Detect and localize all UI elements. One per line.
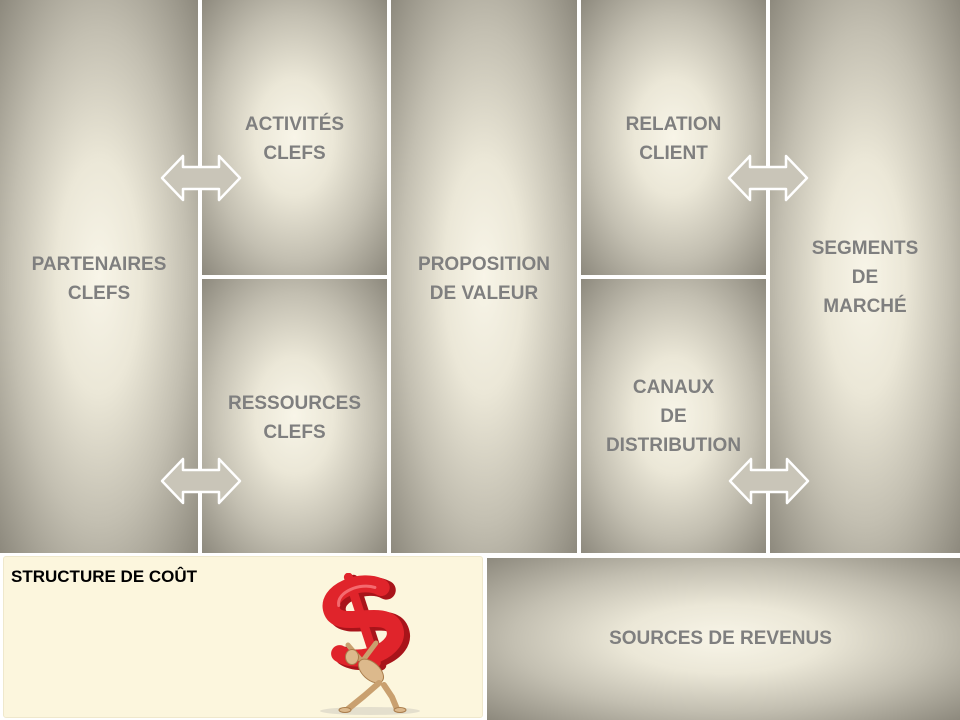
- label-line: CLIENT: [639, 143, 708, 164]
- label-line: CLEFS: [263, 422, 326, 443]
- label-line: RELATION: [625, 114, 722, 135]
- cell-canaux-de-distribution: CANAUX DE DISTRIBUTION: [581, 279, 766, 553]
- label-partenaires-clefs: PARTENAIRES CLEFS: [0, 250, 198, 308]
- label-line: ACTIVITÉS: [244, 114, 345, 135]
- label-proposition-de-valeur: PROPOSITION DE VALEUR: [391, 250, 577, 308]
- label-line: PROPOSITION: [418, 254, 550, 275]
- double-arrow-icon: [728, 457, 810, 505]
- label-activites-clefs: ACTIVITÉS CLEFS: [202, 110, 387, 168]
- label-line: MARCHÉ: [823, 296, 907, 317]
- double-arrow-icon: [160, 154, 242, 202]
- label-relation-client: RELATION CLIENT: [581, 110, 766, 168]
- double-arrow-icon: [160, 457, 242, 505]
- label-sources-de-revenus: SOURCES DE REVENUS: [609, 628, 832, 649]
- label-line: CLEFS: [67, 283, 131, 304]
- label-line: CLEFS: [263, 143, 326, 164]
- cell-sources-de-revenus: SOURCES DE REVENUS: [487, 558, 960, 720]
- cell-partenaires-clefs: PARTENAIRES CLEFS: [0, 0, 198, 553]
- label-line: DE: [851, 267, 879, 288]
- cell-segments-de-marche: SEGMENTS DE MARCHÉ: [770, 0, 960, 553]
- label-line: DE VALEUR: [429, 283, 539, 304]
- label-line: PARTENAIRES: [31, 254, 167, 275]
- label-line: SEGMENTS: [811, 238, 919, 259]
- label-line: CANAUX: [632, 377, 715, 398]
- cell-ressources-clefs: RESSOURCES CLEFS: [202, 279, 387, 553]
- cell-structure-de-cout: STRUCTURE DE COÛT: [3, 556, 483, 718]
- label-line: DISTRIBUTION: [605, 435, 742, 456]
- person-carrying-dollar-icon: [320, 573, 420, 715]
- cell-relation-client: RELATION CLIENT: [581, 0, 766, 275]
- label-line: RESSOURCES: [227, 393, 362, 414]
- double-arrow-icon: [727, 154, 809, 202]
- structure-de-cout-title: STRUCTURE DE COÛT: [11, 567, 198, 586]
- label-canaux-de-distribution: CANAUX DE DISTRIBUTION: [581, 373, 766, 460]
- label-line: DE: [660, 406, 687, 427]
- label-ressources-clefs: RESSOURCES CLEFS: [202, 389, 387, 447]
- cell-proposition-de-valeur: PROPOSITION DE VALEUR: [391, 0, 577, 553]
- cell-activites-clefs: ACTIVITÉS CLEFS: [202, 0, 387, 275]
- label-segments-de-marche: SEGMENTS DE MARCHÉ: [770, 234, 960, 321]
